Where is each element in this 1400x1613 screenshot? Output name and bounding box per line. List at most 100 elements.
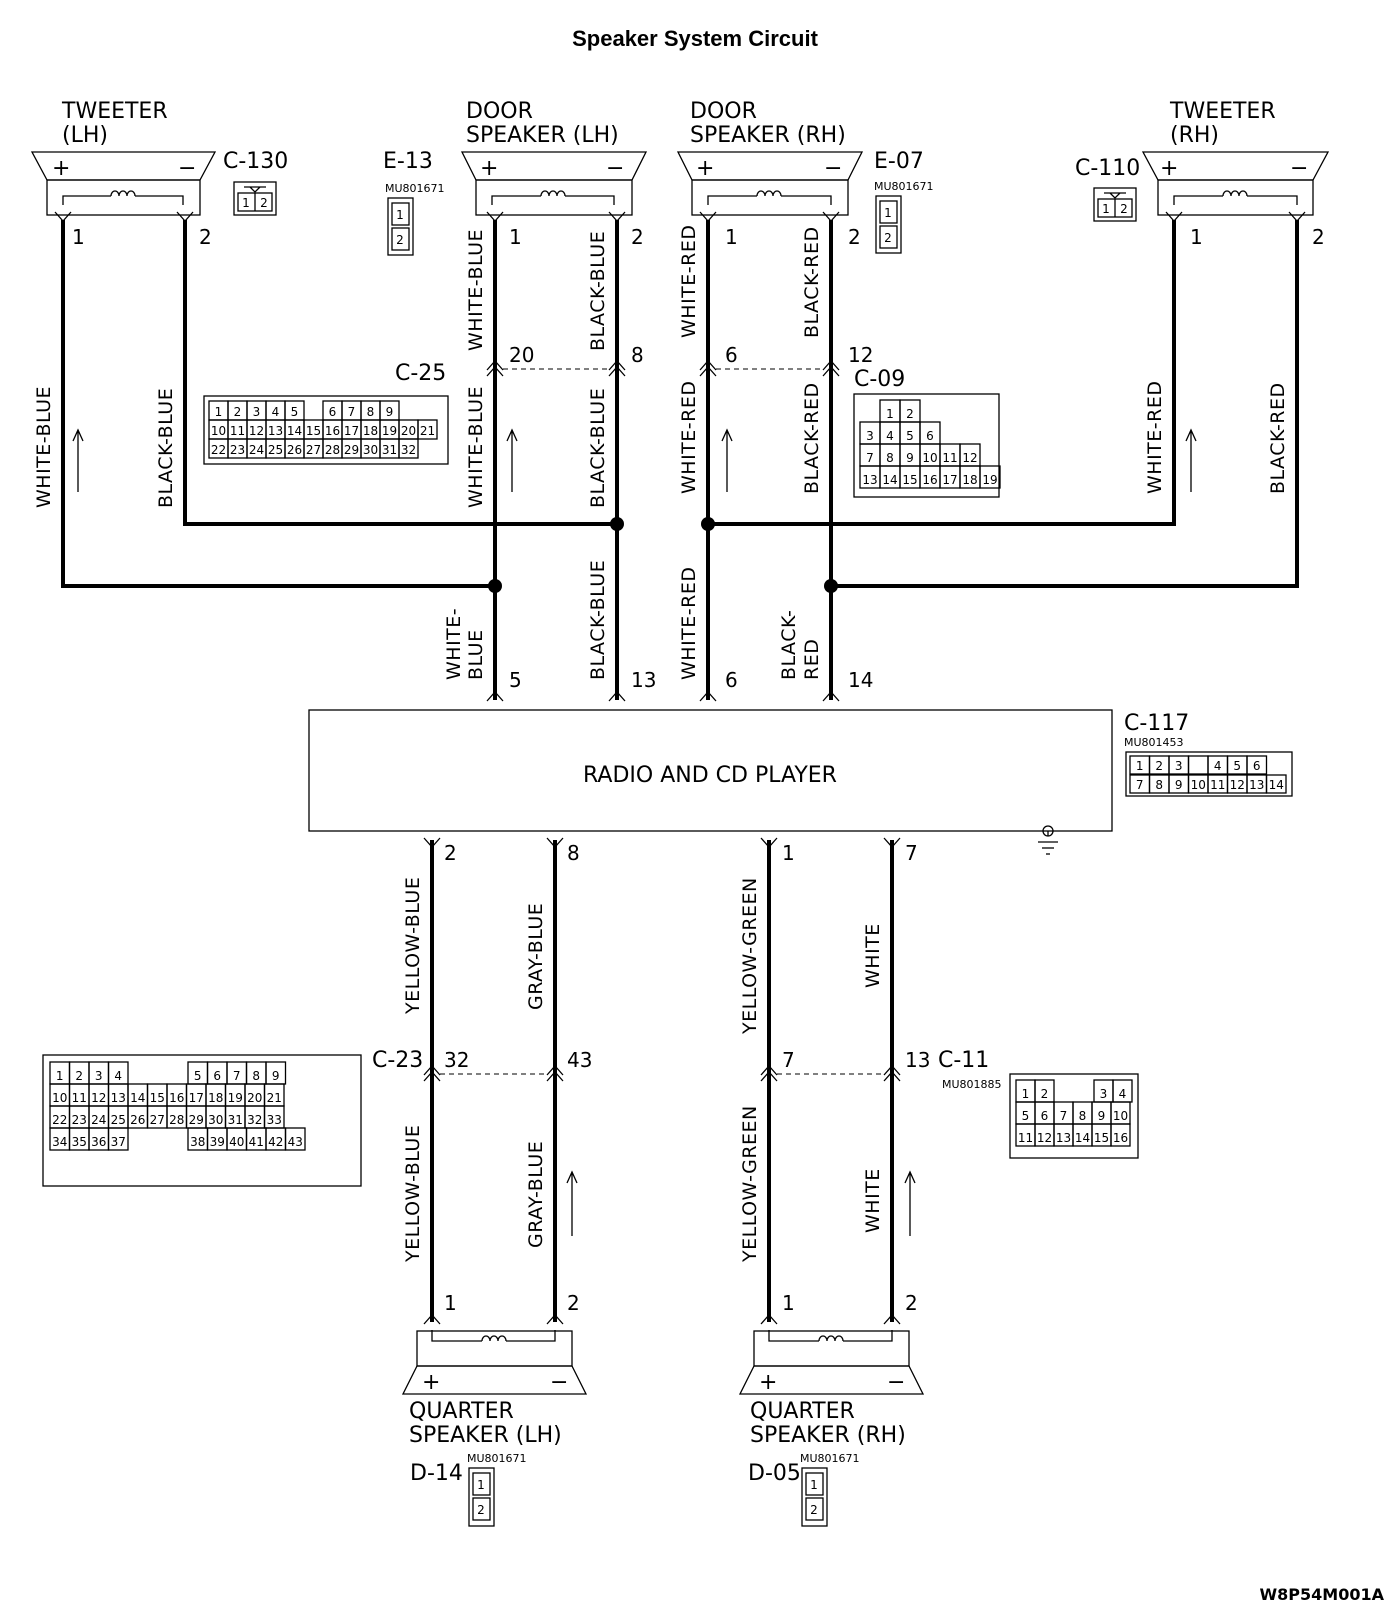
svg-text:1: 1 [1102, 202, 1110, 216]
c23-pin: 42 [268, 1135, 283, 1149]
pin-label: 1 [782, 1291, 795, 1315]
c25-cell [398, 438, 419, 459]
wire-label: BLUE [465, 629, 487, 680]
wire-label: WHITE-RED [1144, 381, 1166, 494]
quarter-lh-label: QUARTER [409, 1399, 514, 1424]
quarter-rh-part-number: MU801671 [800, 1452, 860, 1465]
c09-pin: 13 [862, 473, 877, 487]
tweeter-lh-connector-id: C-130 [223, 149, 288, 174]
quarter-speaker-rh: + − QUARTER SPEAKER (RH) D-05 MU801671 1… [738, 1330, 925, 1527]
arrow-up-icon [721, 428, 733, 492]
c23-pin: 24 [91, 1113, 106, 1127]
c23-pin: 38 [190, 1135, 205, 1149]
arrow-up-icon [72, 428, 84, 492]
radio-part-number: MU801453 [1124, 736, 1184, 749]
quarter-rh-label: QUARTER [750, 1399, 855, 1424]
c09-pin: 17 [942, 473, 957, 487]
terminal-fork [54, 211, 1306, 222]
c11-pin: 16 [1113, 1131, 1128, 1145]
c09-pin: 15 [902, 473, 917, 487]
c23-pin-left: 32 [444, 1048, 469, 1072]
door-rh-minus: − [824, 156, 842, 181]
diagram-title: Speaker System Circuit [572, 26, 818, 51]
pin-label: 1 [72, 225, 85, 249]
c09-cell [979, 465, 1001, 489]
pin-label: 1 [1190, 225, 1203, 249]
c11-pin: 4 [1119, 1087, 1127, 1101]
tweeter-lh-connector-face [233, 181, 277, 216]
coil-icon-loops [110, 190, 136, 197]
wire-labels-bottom: YELLOW-BLUE GRAY-BLUE YELLOW-GREEN WHITE… [402, 877, 884, 1263]
c25-pin: 1 [215, 405, 223, 419]
quarter-lh-plus: + [422, 1370, 440, 1395]
wire-label: YELLOW-BLUE [402, 877, 424, 1015]
radio-connector-pin: 5 [1233, 759, 1241, 773]
c09-pin: 19 [982, 473, 997, 487]
c25-pin: 4 [272, 405, 280, 419]
tweeter-rh-connector-face [1093, 187, 1137, 222]
c25-pin: 6 [329, 405, 337, 419]
door-rh-connector-id: E-07 [874, 149, 924, 174]
c25-pin: 22 [211, 443, 226, 457]
c25-pin: 24 [249, 443, 264, 457]
c23-pin: 37 [111, 1135, 126, 1149]
ground-icon [1038, 825, 1058, 855]
top-wiring [54, 211, 1306, 702]
radio-connector-cell [1246, 755, 1268, 775]
pin-label: 2 [1312, 225, 1325, 249]
c23-pin: 15 [150, 1091, 165, 1105]
radio-connector-pin: 7 [1136, 778, 1144, 792]
coil-icon [491, 195, 615, 205]
c25-pin: 18 [363, 424, 378, 438]
svg-text:2: 2 [477, 1503, 485, 1517]
wire-label: BLACK-BLUE [587, 560, 609, 680]
radio-fork [486, 691, 840, 702]
wire-label: WHITE- [443, 608, 465, 680]
c23-pin: 22 [52, 1113, 67, 1127]
c11-pin-left: 7 [782, 1048, 795, 1072]
pin-label: 2 [905, 1291, 918, 1315]
c23-pin: 23 [72, 1113, 87, 1127]
radio-pin: 13 [631, 668, 656, 692]
quarter-rh-minus: − [887, 1370, 905, 1395]
tweeter-lh: TWEETER (LH) + − C-130 1 2 [30, 99, 288, 216]
c11-connector-id: C-11 [938, 1048, 989, 1073]
c25-pin: 20 [401, 424, 416, 438]
wire-tweeter-lh-plus [61, 220, 495, 588]
wire-label: YELLOW-GREEN [739, 1105, 761, 1263]
c25-pin: 2 [234, 405, 242, 419]
radio-box [308, 709, 1113, 832]
coil-icon [768, 1330, 893, 1342]
c09-pin: 2 [906, 407, 914, 421]
quarter-rh-body [738, 1365, 925, 1395]
wire-tweeter-rh-minus [831, 220, 1299, 588]
c09-pin: 14 [882, 473, 897, 487]
wire-label: WHITE-BLUE [33, 386, 55, 508]
c23-pin: 11 [72, 1091, 87, 1105]
c23-pin: 27 [150, 1113, 165, 1127]
c23-pin: 21 [267, 1091, 282, 1105]
radio-connector-pin: 2 [1155, 759, 1163, 773]
pin-label: 1 [509, 225, 522, 249]
pin-label: 1 [725, 225, 738, 249]
svg-text:2: 2 [396, 233, 404, 247]
radio-connector-pin: 14 [1269, 778, 1284, 792]
radio-pin: 2 [444, 841, 457, 865]
door-rh-label: DOOR [690, 99, 757, 124]
c11-pin-right: 13 [905, 1048, 930, 1072]
radio-connector-pin: 9 [1175, 778, 1183, 792]
c23-pin: 25 [111, 1113, 126, 1127]
radio-connector-pin: 8 [1155, 778, 1163, 792]
door-rh-part-number: MU801671 [874, 180, 934, 193]
svg-text:1: 1 [396, 208, 404, 222]
wire-label: YELLOW-BLUE [402, 1125, 424, 1263]
tweeter-rh-side: (RH) [1170, 123, 1219, 148]
c11-pin: 14 [1075, 1131, 1090, 1145]
c25-pin: 15 [306, 424, 321, 438]
radio-pin: 14 [848, 668, 873, 692]
wire-label: GRAY-BLUE [525, 1141, 547, 1248]
c23-pin: 2 [75, 1069, 83, 1083]
quarter-rh-plus: + [759, 1370, 777, 1395]
radio-label: RADIO AND CD PLAYER [583, 763, 837, 788]
wire-label: WHITE [862, 923, 884, 988]
